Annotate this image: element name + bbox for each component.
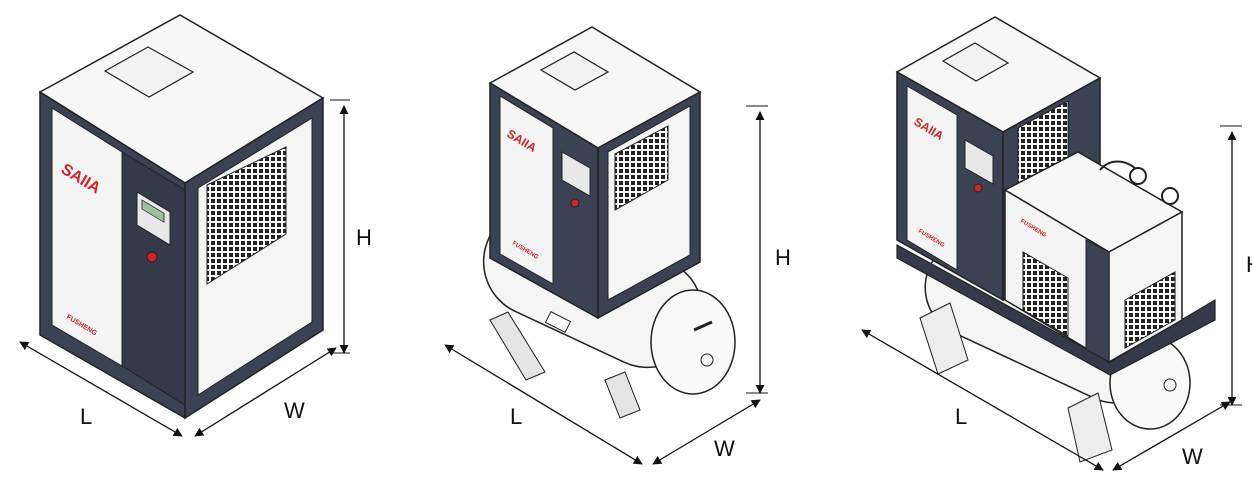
tank-end-cap	[650, 289, 736, 395]
dryer-side-grille	[1124, 271, 1176, 349]
width-label: W	[1182, 444, 1203, 469]
top-access-panel	[539, 51, 610, 91]
emergency-stop-button	[146, 251, 158, 263]
emergency-stop-button	[973, 183, 983, 193]
top-access-panel	[941, 42, 1010, 82]
pressure-gauge-icon	[1129, 167, 1147, 185]
compressor-model-1: SAIIA FUSHENG H L W	[19, 14, 372, 437]
length-label: L	[955, 404, 967, 429]
side-vent-grille	[614, 125, 669, 211]
top-access-panel	[103, 46, 195, 98]
side-vent-grille	[206, 146, 287, 285]
front-door-dark	[121, 151, 186, 406]
tank-foot-right	[1067, 392, 1113, 463]
front-white-panel	[499, 95, 554, 285]
compressor-model-3: SAIIA FUSHENG FUSHENG H L W	[861, 16, 1252, 471]
length-dimension-line	[444, 344, 643, 465]
tank-foot-right	[604, 371, 641, 419]
compressor-model-2: SAIIA FUSHENG H L W	[444, 26, 791, 465]
width-dimension-line	[194, 347, 337, 437]
pressure-gauge-icon	[1161, 187, 1179, 205]
front-white-panel	[906, 85, 958, 271]
controller-display	[561, 151, 591, 197]
length-dimension-line	[861, 329, 1104, 471]
dryer-dark-stripe	[1085, 239, 1110, 363]
emergency-stop-button	[570, 198, 580, 208]
length-dimension-line	[19, 341, 183, 437]
height-label: H	[356, 225, 372, 250]
controller-display	[964, 139, 994, 185]
width-label: W	[284, 398, 305, 423]
height-label: H	[1246, 252, 1252, 277]
width-label: W	[714, 436, 735, 461]
refrigerated-dryer: FUSHENG	[1003, 151, 1184, 364]
width-dimension-line	[1112, 401, 1231, 471]
length-label: L	[510, 404, 522, 429]
height-label: H	[775, 245, 791, 270]
width-dimension-line	[652, 399, 761, 465]
length-label: L	[80, 404, 92, 429]
